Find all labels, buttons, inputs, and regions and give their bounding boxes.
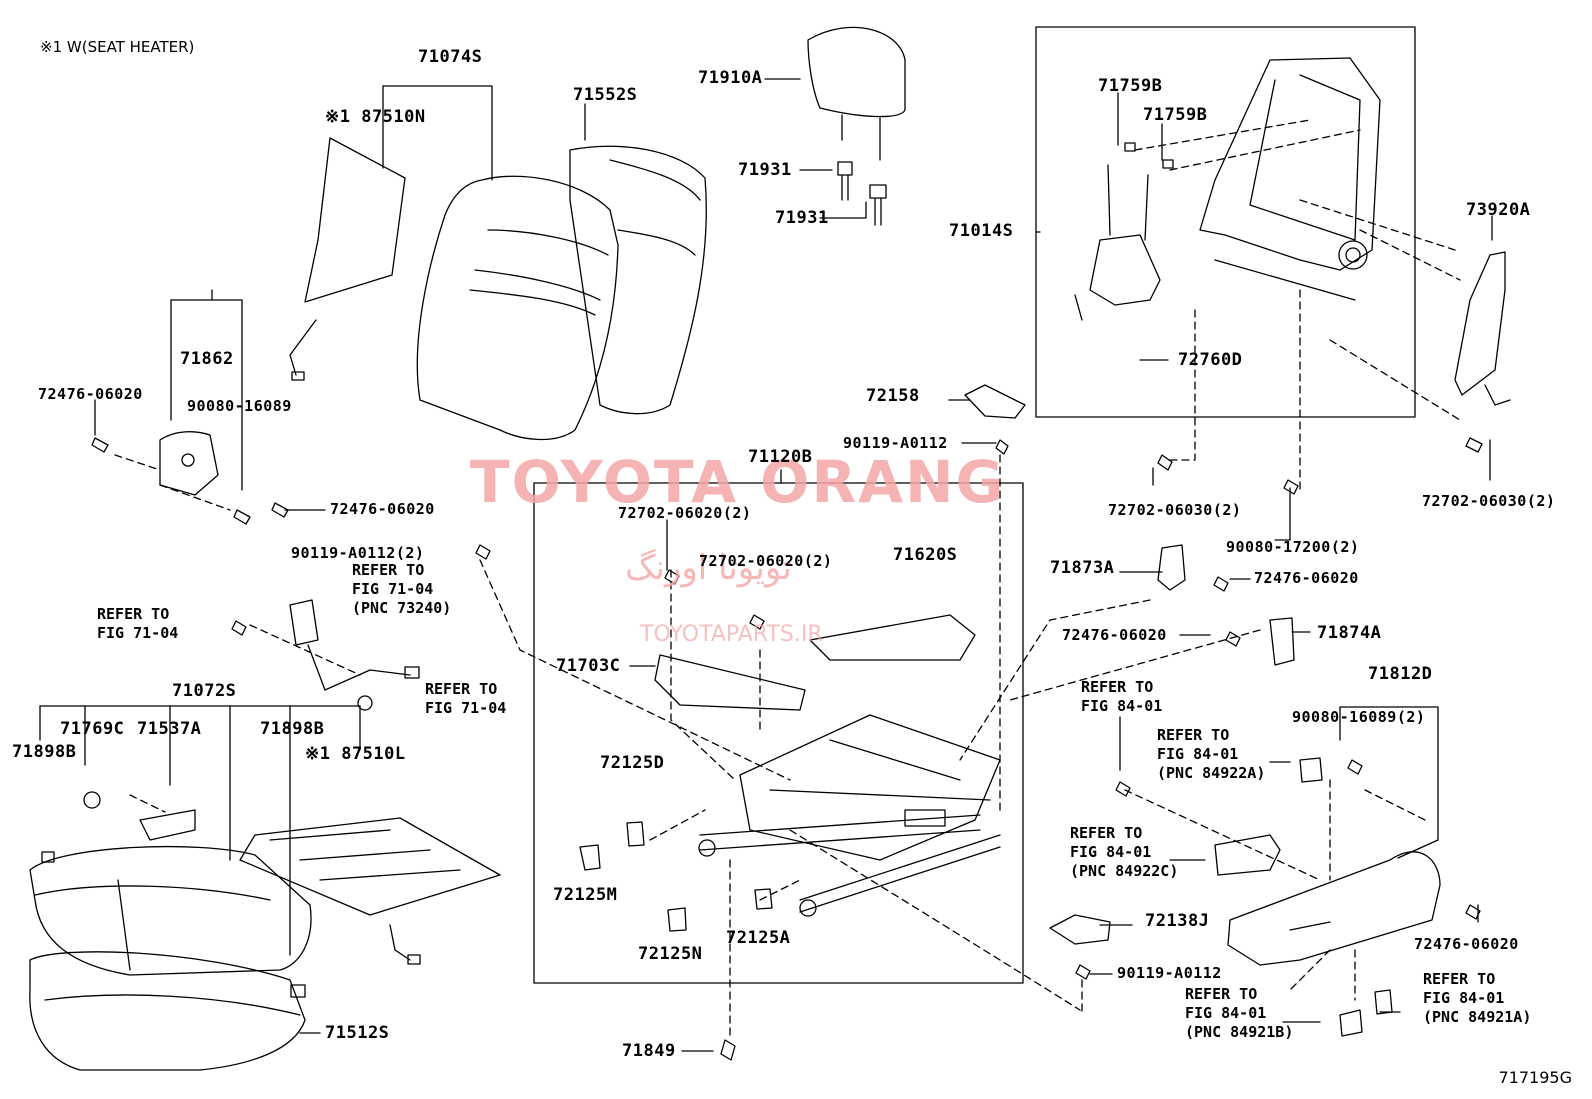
part-label[interactable]: 72138J [1145, 911, 1210, 931]
part-label[interactable]: 90119-A0112 [1117, 964, 1222, 982]
part-label[interactable]: 72702-06020(2) [618, 504, 752, 522]
part-label[interactable]: 72476-06020 [1414, 935, 1519, 953]
refer-label[interactable]: REFER TO FIG 84-01 [1081, 678, 1163, 715]
part-label[interactable]: 71512S [325, 1023, 390, 1043]
part-label[interactable]: 90119-A0112(2) [291, 544, 425, 562]
part-label[interactable]: 72760D [1178, 350, 1243, 370]
part-label[interactable]: 72702-06020(2) [699, 552, 833, 570]
part-label[interactable]: 72125A [726, 928, 791, 948]
part-label[interactable]: 90080-16089(2) [1292, 708, 1426, 726]
part-label[interactable]: 71812D [1368, 664, 1433, 684]
refer-label[interactable]: REFER TO FIG 71-04 [97, 605, 179, 642]
part-label[interactable]: 71620S [893, 545, 958, 565]
part-label[interactable]: 72125M [553, 885, 618, 905]
refer-label[interactable]: REFER TO FIG 84-01 (PNC 84921B) [1185, 985, 1294, 1041]
part-label[interactable]: 71703C [556, 656, 621, 676]
part-label[interactable]: 71898B [12, 742, 77, 762]
part-label[interactable]: 71769C [60, 719, 125, 739]
seat-track-box [533, 482, 1024, 984]
part-label[interactable]: 72158 [866, 386, 920, 406]
seatback-frame-box [1035, 26, 1416, 418]
part-label[interactable]: 71014S [949, 221, 1014, 241]
watermark-url: TOYOTAPARTS.IR [640, 622, 823, 647]
part-label[interactable]: 90119-A0112 [843, 434, 948, 452]
part-label[interactable]: 71552S [573, 85, 638, 105]
part-label[interactable]: 90080-17200(2) [1226, 538, 1360, 556]
seat-heater-note: ※1 W(SEAT HEATER) [40, 38, 195, 56]
part-label[interactable]: 71074S [418, 47, 483, 67]
part-label[interactable]: 71759B [1098, 76, 1163, 96]
part-label[interactable]: 72702-06030(2) [1108, 501, 1242, 519]
part-label[interactable]: 72476-06020 [330, 500, 435, 518]
watermark-arabic: تويوتا اورنگ [625, 548, 792, 588]
part-label[interactable]: 72702-06030(2) [1422, 492, 1556, 510]
refer-label[interactable]: REFER TO FIG 84-01 (PNC 84922C) [1070, 824, 1179, 880]
part-label[interactable]: 71072S [172, 681, 237, 701]
part-label[interactable]: 71931 [775, 208, 829, 228]
part-label[interactable]: 72476-06020 [38, 385, 143, 403]
part-label[interactable]: 71931 [738, 160, 792, 180]
part-label[interactable]: 72476-06020 [1254, 569, 1359, 587]
part-label[interactable]: 72125D [600, 753, 665, 773]
refer-label[interactable]: REFER TO FIG 84-01 (PNC 84922A) [1157, 726, 1266, 782]
part-label[interactable]: 71910A [698, 68, 763, 88]
part-label[interactable]: 71759B [1143, 105, 1208, 125]
part-label[interactable]: 72476-06020 [1062, 626, 1167, 644]
part-label[interactable]: ※1 87510L [305, 744, 406, 764]
refer-label[interactable]: REFER TO FIG 71-04 [425, 680, 507, 717]
watermark-brand: TOYOTA ORANG [470, 448, 1006, 516]
part-label[interactable]: 71862 [180, 349, 234, 369]
part-label[interactable]: ※1 87510N [325, 107, 426, 127]
refer-label[interactable]: REFER TO FIG 71-04 (PNC 73240) [352, 561, 452, 617]
part-label[interactable]: 71537A [137, 719, 202, 739]
figure-code: 717195G [1498, 1068, 1572, 1087]
part-label[interactable]: 71849 [622, 1041, 676, 1061]
part-label[interactable]: 71898B [260, 719, 325, 739]
part-label[interactable]: 71120B [748, 447, 813, 467]
refer-label[interactable]: REFER TO FIG 84-01 (PNC 84921A) [1423, 970, 1532, 1026]
part-label[interactable]: 71873A [1050, 558, 1115, 578]
part-label[interactable]: 71874A [1317, 623, 1382, 643]
part-label[interactable]: 90080-16089 [187, 397, 292, 415]
part-label[interactable]: 73920A [1466, 200, 1531, 220]
part-label[interactable]: 72125N [638, 944, 703, 964]
